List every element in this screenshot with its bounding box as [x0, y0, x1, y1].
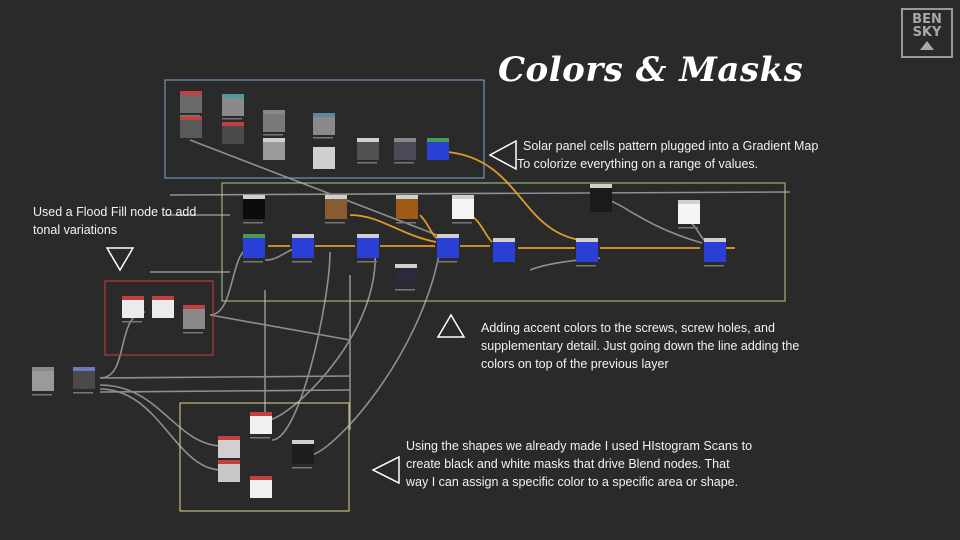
node	[122, 296, 144, 318]
note-line: Used a Flood Fill node to add	[33, 205, 197, 219]
node	[313, 113, 335, 135]
note-line: create black and white masks that drive …	[406, 457, 730, 471]
node	[704, 238, 726, 262]
note-line: colors on top of the previous layer	[481, 357, 669, 371]
node	[263, 138, 285, 160]
triangle-pointer-icon	[436, 313, 466, 338]
node	[243, 195, 265, 219]
node	[396, 195, 418, 219]
triangle-pointer-icon	[105, 247, 135, 272]
node	[325, 195, 347, 219]
node	[357, 138, 379, 160]
note-accent-colors: Adding accent colors to the screws, scre…	[481, 319, 799, 373]
note-line: Using the shapes we already made I used …	[406, 439, 753, 453]
node	[243, 234, 265, 258]
node	[313, 147, 335, 169]
ben-sky-logo: BEN SKY	[901, 8, 953, 58]
logo-triangle-icon	[920, 41, 934, 50]
triangle-pointer-icon	[371, 455, 400, 485]
note-line: Adding accent colors to the screws, scre…	[481, 321, 775, 335]
input-nodes	[32, 367, 95, 391]
note-line: Solar panel cells pattern plugged into a…	[523, 139, 819, 153]
node	[180, 91, 202, 113]
node	[292, 440, 314, 464]
triangle-pointer-icon	[488, 139, 517, 171]
note-gradient-map: Solar panel cells pattern plugged into a…	[517, 137, 818, 173]
note-line: way I can assign a specific color to a s…	[406, 475, 739, 489]
wires-orange	[268, 151, 735, 249]
node	[590, 184, 612, 212]
frame-red	[104, 280, 214, 356]
pattern-nodes	[180, 91, 449, 169]
node	[493, 238, 515, 262]
node	[222, 94, 244, 116]
note-flood-fill: Used a Flood Fill node to add tonal vari…	[33, 203, 196, 239]
node	[357, 234, 379, 258]
frame-yellow	[179, 402, 350, 512]
wires-gray	[99, 139, 791, 471]
node	[73, 367, 95, 389]
node	[222, 122, 244, 144]
slide-title: Colors & Masks	[498, 50, 804, 90]
node	[152, 296, 174, 318]
node	[32, 367, 54, 391]
node	[263, 110, 285, 132]
note-line: supplementary detail. Just going down th…	[481, 339, 800, 353]
note-line: tonal variations	[33, 223, 118, 237]
node	[292, 234, 314, 258]
frame-green	[221, 182, 786, 302]
color-nodes	[243, 184, 726, 286]
frame-blue	[164, 79, 485, 179]
node	[250, 476, 272, 498]
node-captions	[32, 115, 724, 469]
node	[218, 460, 240, 482]
logo-line-1: BEN	[912, 12, 942, 27]
node	[427, 138, 449, 160]
node	[218, 436, 240, 458]
node	[394, 138, 416, 160]
node	[395, 264, 417, 286]
node	[250, 412, 272, 434]
node	[183, 305, 205, 329]
node	[452, 195, 474, 219]
logo-line-2: SKY	[912, 25, 942, 40]
flood-fill-nodes	[122, 296, 205, 329]
note-line: To colorize everything on a range of val…	[517, 157, 759, 171]
note-histogram: Using the shapes we already made I used …	[406, 437, 752, 491]
node	[180, 116, 202, 138]
node	[678, 200, 700, 224]
node	[576, 238, 598, 262]
node	[437, 234, 459, 258]
mask-nodes	[218, 412, 314, 498]
